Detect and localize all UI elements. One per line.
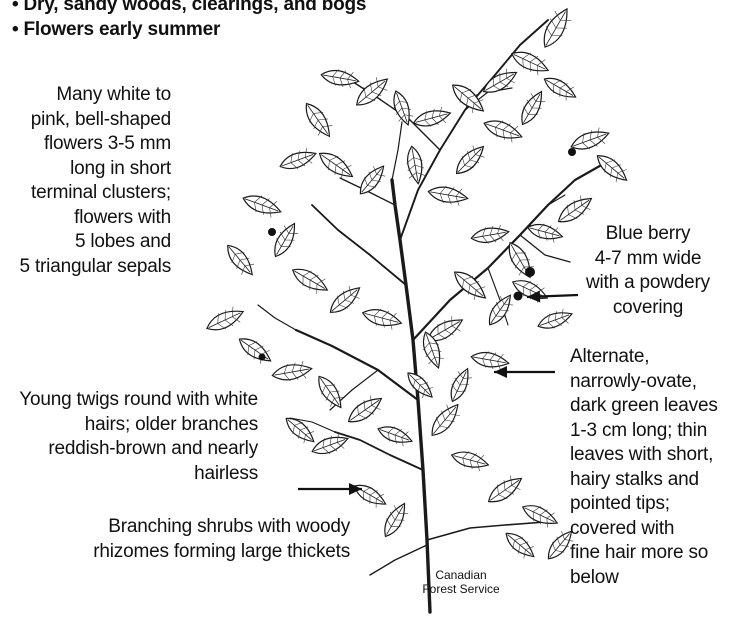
leaf — [351, 479, 390, 510]
leaves-line: dark green leaves — [570, 394, 718, 419]
leaf — [315, 146, 358, 183]
leaf — [325, 281, 365, 318]
leaves-line: fine hair more so — [570, 541, 718, 566]
twigs-line: hairs; older branches — [19, 413, 258, 438]
leaf — [299, 99, 336, 142]
berry — [268, 228, 276, 236]
leaf — [235, 332, 276, 367]
leaf — [378, 499, 411, 540]
bullet-habitat: • Dry, sandy woods, clearings, and bogs — [12, 0, 366, 17]
leaves-line: pointed tips; — [570, 492, 718, 517]
shrub-line: rhizomes forming large thickets — [93, 540, 350, 565]
callout-arrow — [494, 366, 555, 378]
flowers-line: terminal clusters; — [20, 181, 171, 206]
leaf — [277, 146, 318, 174]
leaves-line: leaves with short, — [570, 443, 718, 468]
leaf — [375, 422, 414, 449]
leaf — [470, 224, 510, 247]
leaf — [535, 307, 574, 334]
leaf — [519, 500, 560, 531]
twigs-line: Young twigs round with white — [19, 388, 258, 413]
leaf — [403, 368, 437, 402]
berry — [514, 292, 523, 301]
leaf — [271, 360, 313, 384]
leaf — [509, 275, 550, 306]
shrub-line: Branching shrubs with woody — [93, 515, 350, 540]
berry — [568, 148, 576, 156]
leaves-line: covered with — [570, 517, 718, 542]
leaf — [515, 87, 548, 128]
leaf — [221, 240, 258, 280]
shrub-annotation: Branching shrubs with woody rhizomes for… — [93, 515, 350, 564]
callout-arrow — [298, 483, 362, 495]
leaf — [320, 67, 360, 90]
flowers-line: pink, bell-shaped — [20, 108, 171, 133]
berry — [525, 267, 535, 277]
flowers-line: Many white to — [20, 83, 171, 108]
twigs-line: reddish-brown and nearly — [19, 437, 258, 462]
leaf — [450, 447, 491, 473]
leaf — [427, 183, 469, 207]
berry-line: covering — [586, 296, 710, 321]
leaves-annotation: Alternate, narrowly-ovate, dark green le… — [570, 345, 718, 590]
leaf — [447, 79, 489, 118]
leaves-line: 1-3 cm long; thin — [570, 419, 718, 444]
leaf — [288, 263, 331, 298]
twigs-line: hairless — [19, 462, 258, 487]
leaves-line: narrowly-ovate, — [570, 370, 718, 395]
image-credit: Canadian Forest Service — [404, 568, 518, 596]
leaf — [481, 115, 524, 145]
habitat-bullets: • Dry, sandy woods, clearings, and bogs … — [12, 0, 366, 42]
leaf — [203, 304, 247, 337]
leaf — [484, 471, 527, 508]
berry-annotation: Blue berry 4-7 mm wide with a powdery co… — [586, 222, 710, 320]
bullet-flowering: • Flowers early summer — [12, 17, 366, 42]
berry-line: 4-7 mm wide — [586, 247, 710, 272]
berry — [259, 354, 266, 361]
leaf — [483, 291, 516, 329]
flowers-annotation: Many white to pink, bell-shaped flowers … — [20, 83, 171, 279]
flowers-line: 5 triangular sepals — [20, 255, 171, 280]
leaf — [344, 391, 387, 428]
leaves-line: below — [570, 566, 718, 591]
credit-line: Canadian — [404, 568, 518, 582]
leaf — [351, 73, 393, 112]
berry-line: with a powdery — [586, 271, 710, 296]
leaf — [268, 219, 301, 260]
leaf — [501, 527, 539, 562]
flowers-line: flowers 3-5 mm — [20, 132, 171, 157]
flowers-line: flowers with — [20, 206, 171, 231]
leaf — [312, 372, 347, 413]
leaf — [426, 399, 465, 441]
leaves-line: hairy stalks and — [570, 468, 718, 493]
shrub-leaves — [203, 4, 632, 564]
leaf — [445, 365, 474, 404]
twigs-annotation: Young twigs round with white hairs; olde… — [19, 388, 258, 486]
flowers-line: 5 lobes and — [20, 230, 171, 255]
leaf — [240, 190, 283, 220]
leaf — [537, 4, 575, 52]
leaves-line: Alternate, — [570, 345, 718, 370]
callout-arrows — [298, 290, 578, 495]
berry-line: Blue berry — [586, 222, 710, 247]
flowers-line: long in short — [20, 157, 171, 182]
leaf — [451, 141, 489, 179]
leaf — [360, 304, 403, 331]
leaf — [281, 412, 319, 447]
leaf — [541, 72, 580, 103]
credit-line: Forest Service — [404, 582, 518, 596]
